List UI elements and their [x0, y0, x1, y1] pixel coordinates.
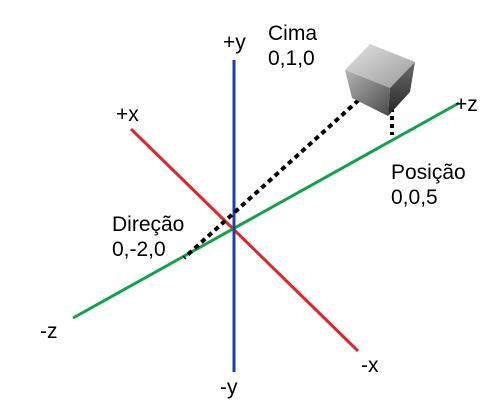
- cube-icon: [345, 44, 415, 116]
- z-neg-label: -z: [40, 320, 58, 343]
- direction-guide-line: [182, 86, 374, 260]
- up-value: 0,1,0: [268, 47, 315, 70]
- z-axis: [72, 101, 460, 320]
- x-neg-label: -x: [361, 354, 379, 377]
- direction-title: Direção: [112, 213, 185, 236]
- up-title: Cima: [268, 22, 318, 45]
- y-neg-label: -y: [220, 376, 238, 399]
- z-pos-label: +z: [455, 93, 478, 116]
- position-value: 0,0,5: [391, 186, 438, 209]
- direction-value: 0,-2,0: [112, 238, 166, 261]
- y-pos-label: +y: [223, 31, 246, 54]
- x-pos-label: +x: [116, 103, 139, 126]
- position-title: Posição: [391, 161, 466, 184]
- x-axis: [129, 127, 360, 353]
